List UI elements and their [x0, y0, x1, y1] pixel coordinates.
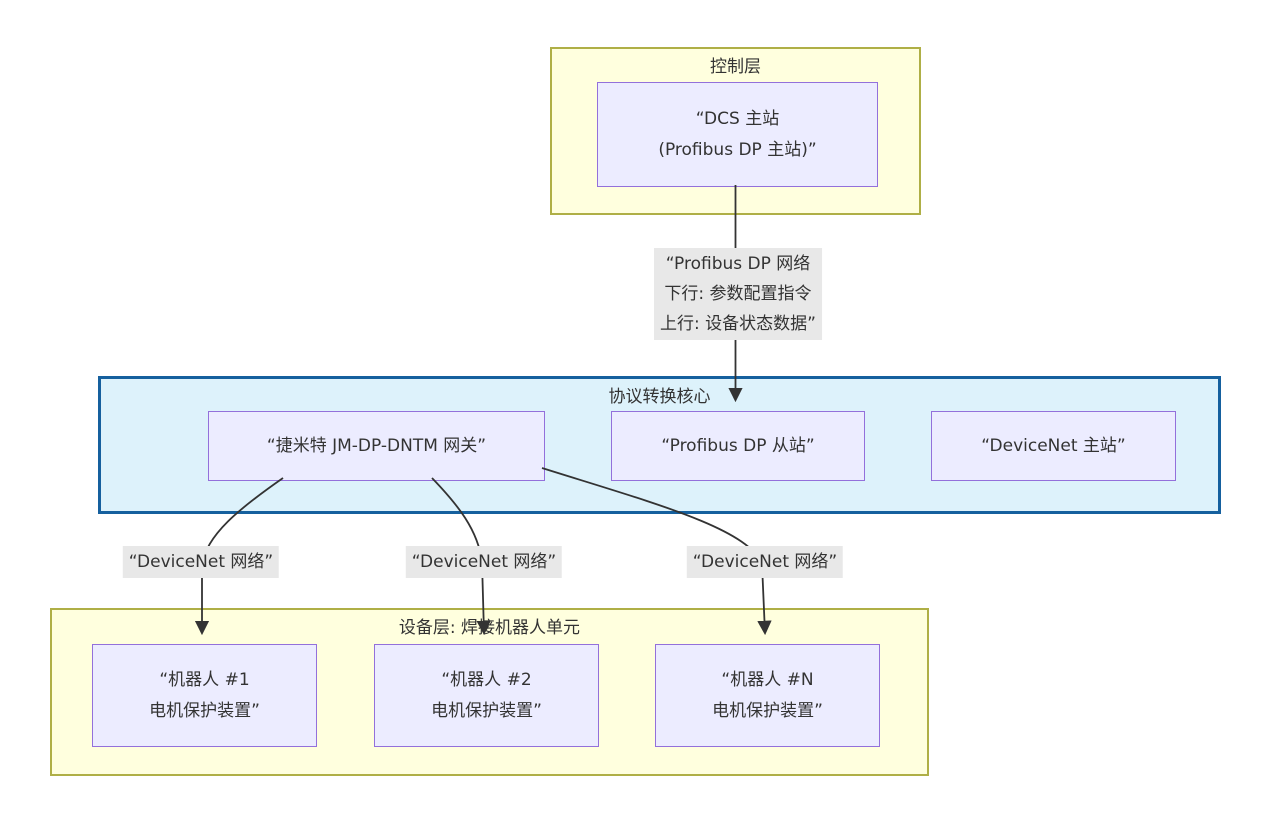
edge-label-line: “Profibus DP 网络 [665, 254, 811, 274]
node-label-line: 电机保护装置” [431, 700, 542, 721]
edge-label-devicenet-network-1: “DeviceNet 网络” [122, 546, 280, 578]
node-profibus-dp-slave: “Profibus DP 从站” [611, 411, 865, 481]
cluster-control-layer: 控制层 “DCS 主站 (Profibus DP 主站)” [550, 47, 921, 215]
cluster-protocol-conversion-core: 协议转换核心 “捷米特 JM-DP-DNTM 网关” “Profibus DP … [98, 376, 1221, 514]
node-gateway: “捷米特 JM-DP-DNTM 网关” [208, 411, 545, 481]
cluster-device-layer: 设备层: 焊接机器人单元 “机器人 #1 电机保护装置” “机器人 #2 电机保… [50, 608, 929, 776]
cluster-title-device-layer: 设备层: 焊接机器人单元 [398, 618, 581, 638]
node-devicenet-master: “DeviceNet 主站” [931, 411, 1176, 481]
edge-label-profibus-network: “Profibus DP 网络 下行: 参数配置指令 上行: 设备状态数据” [654, 248, 822, 340]
edge-label-line: 上行: 设备状态数据” [660, 314, 816, 334]
node-robot-2: “机器人 #2 电机保护装置” [374, 644, 599, 747]
edge-label-devicenet-network-2: “DeviceNet 网络” [405, 546, 563, 578]
node-label-line: 电机保护装置” [149, 700, 260, 721]
node-label-line: “Profibus DP 从站” [661, 435, 815, 456]
node-label-line: “机器人 #N [721, 669, 814, 690]
node-label-line: “DCS 主站 [695, 108, 780, 129]
node-label-line: (Profibus DP 主站)” [658, 139, 817, 160]
node-label-line: “机器人 #1 [159, 669, 250, 690]
edge-label-line: 下行: 参数配置指令 [664, 284, 812, 304]
node-label-line: “机器人 #2 [441, 669, 532, 690]
cluster-title-protocol-conversion-core: 协议转换核心 [608, 387, 711, 407]
edge-label-line: “DeviceNet 网络” [411, 552, 557, 572]
cluster-title-control-layer: 控制层 [710, 57, 761, 77]
edge-label-line: “DeviceNet 网络” [692, 552, 838, 572]
node-robot-1: “机器人 #1 电机保护装置” [92, 644, 317, 747]
node-label-line: “捷米特 JM-DP-DNTM 网关” [266, 435, 487, 456]
node-label-line: “DeviceNet 主站” [981, 435, 1126, 456]
node-label-line: 电机保护装置” [712, 700, 823, 721]
edge-label-line: “DeviceNet 网络” [128, 552, 274, 572]
edge-label-devicenet-network-3: “DeviceNet 网络” [686, 546, 844, 578]
node-dcs-master: “DCS 主站 (Profibus DP 主站)” [597, 82, 878, 187]
node-robot-n: “机器人 #N 电机保护装置” [655, 644, 880, 747]
